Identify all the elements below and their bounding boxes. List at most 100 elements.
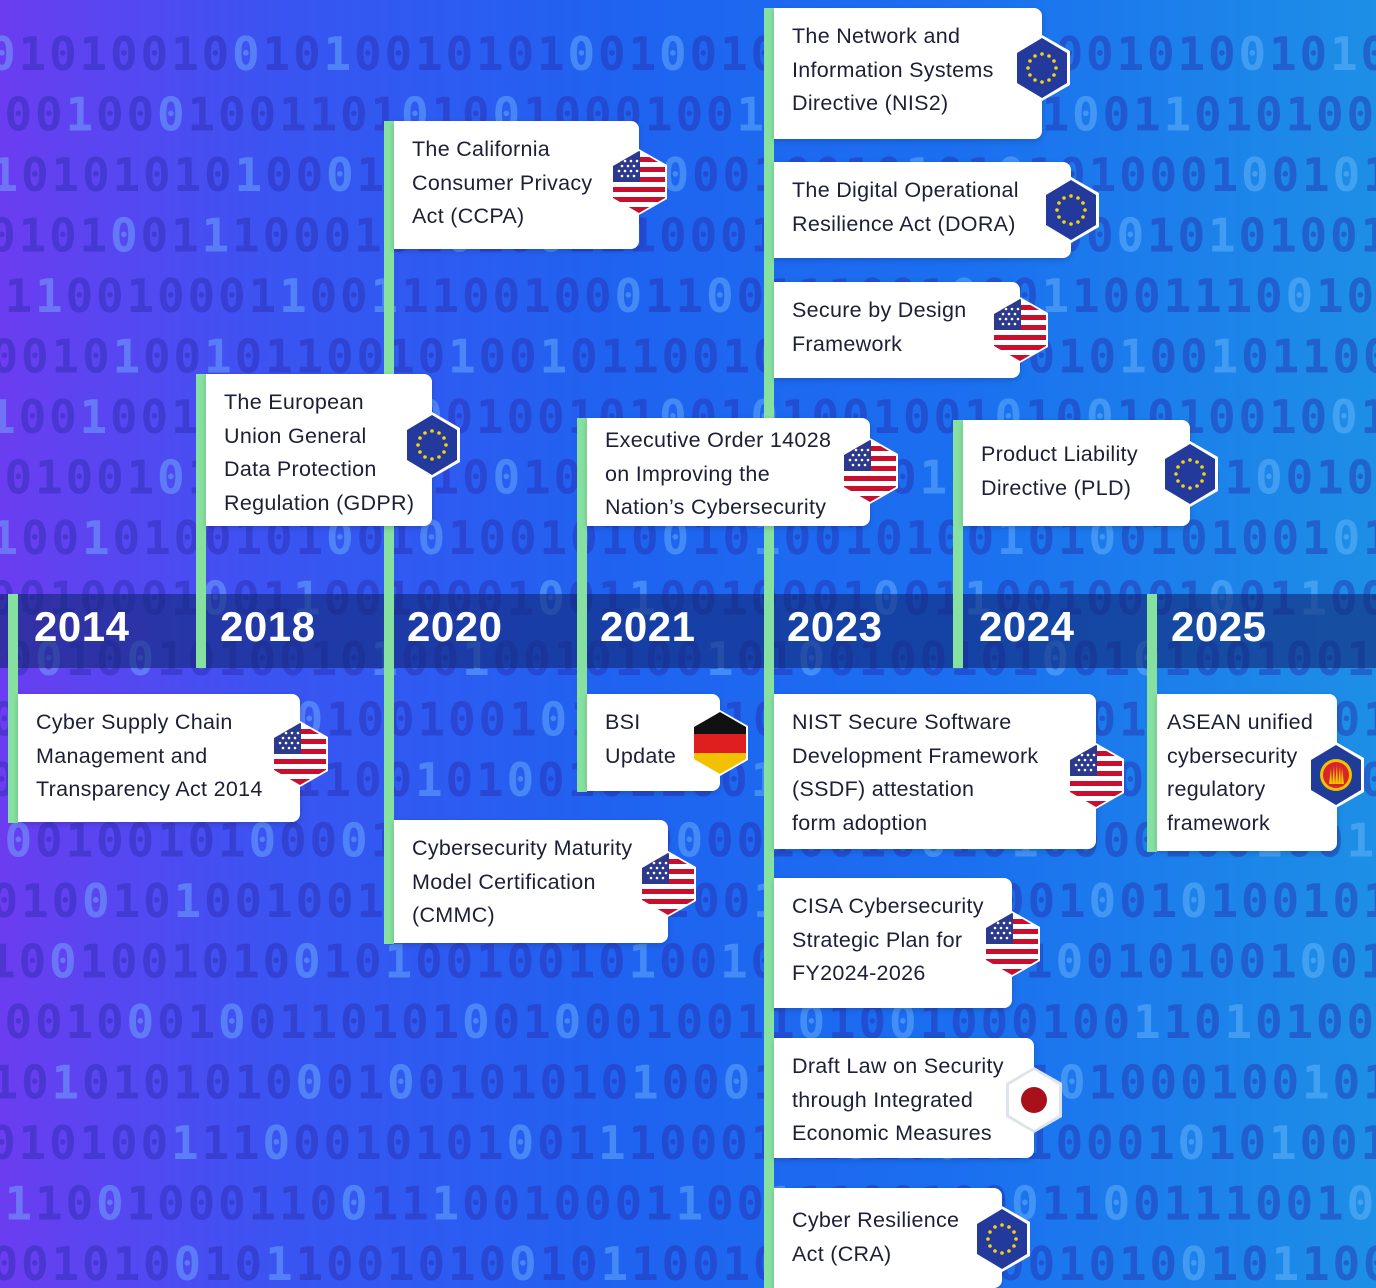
svg-text:1: 1 <box>1072 1177 1100 1231</box>
svg-text:1: 1 <box>1194 1177 1222 1231</box>
svg-text:1: 1 <box>232 209 260 263</box>
svg-text:0: 0 <box>615 995 643 1049</box>
svg-text:1: 1 <box>1211 330 1239 384</box>
svg-text:0: 0 <box>1180 1237 1208 1288</box>
svg-text:0: 0 <box>96 88 124 142</box>
svg-text:1: 1 <box>21 874 49 928</box>
svg-text:0: 0 <box>141 1116 169 1170</box>
svg-text:0: 0 <box>96 1177 124 1231</box>
svg-text:1: 1 <box>1363 1056 1376 1110</box>
svg-text:1: 1 <box>629 27 657 81</box>
svg-text:0: 0 <box>1208 935 1236 989</box>
svg-text:0: 0 <box>1333 1237 1361 1288</box>
svg-text:0: 0 <box>340 814 368 868</box>
svg-text:0: 0 <box>1058 1056 1086 1110</box>
svg-text:1: 1 <box>1363 874 1376 928</box>
svg-text:0: 0 <box>1347 1177 1375 1231</box>
svg-text:1: 1 <box>0 995 2 1049</box>
svg-text:0: 0 <box>1103 269 1131 323</box>
svg-text:1: 1 <box>296 1237 324 1288</box>
svg-text:1: 1 <box>235 1056 263 1110</box>
svg-text:1: 1 <box>401 269 429 323</box>
svg-text:0: 0 <box>479 330 507 384</box>
svg-text:0: 0 <box>1208 390 1236 444</box>
svg-text:0: 0 <box>66 269 94 323</box>
svg-text:0: 0 <box>21 1237 49 1288</box>
regulation-title: Cybersecurity Maturity Model Certificati… <box>412 836 633 927</box>
svg-text:0: 0 <box>1330 209 1358 263</box>
svg-text:1: 1 <box>279 88 307 142</box>
svg-text:1: 1 <box>202 1116 230 1170</box>
svg-text:0: 0 <box>1300 27 1328 81</box>
svg-text:1: 1 <box>629 935 657 989</box>
svg-text:1: 1 <box>598 1116 626 1170</box>
year-label: 2018 <box>220 603 316 650</box>
svg-text:0: 0 <box>446 27 474 81</box>
svg-text:1: 1 <box>570 1056 598 1110</box>
svg-text:0: 0 <box>293 1116 321 1170</box>
svg-text:0: 0 <box>188 1177 216 1231</box>
svg-text:1: 1 <box>310 995 338 1049</box>
svg-text:1: 1 <box>1363 148 1376 202</box>
svg-text:1: 1 <box>5 1177 33 1231</box>
svg-text:1: 1 <box>418 693 446 747</box>
svg-text:1: 1 <box>171 209 199 263</box>
svg-text:0: 0 <box>49 390 77 444</box>
svg-text:1: 1 <box>645 88 673 142</box>
svg-text:0: 0 <box>1089 1237 1117 1288</box>
regulation-title: The European Union General Data Protecti… <box>224 390 415 515</box>
svg-text:0: 0 <box>1103 995 1131 1049</box>
svg-text:0: 0 <box>1255 1177 1283 1231</box>
svg-text:1: 1 <box>1302 148 1330 202</box>
svg-text:0: 0 <box>19 935 47 989</box>
svg-text:0: 0 <box>265 1056 293 1110</box>
svg-text:0: 0 <box>446 935 474 989</box>
svg-text:1: 1 <box>1225 451 1253 505</box>
svg-text:0: 0 <box>723 148 751 202</box>
eu-flag-icon <box>1013 35 1071 101</box>
svg-text:0: 0 <box>0 874 18 928</box>
svg-text:1: 1 <box>113 1056 141 1110</box>
year-label: 2025 <box>1171 603 1267 650</box>
svg-text:0: 0 <box>1180 330 1208 384</box>
svg-text:0: 0 <box>720 1116 748 1170</box>
year-label: 2014 <box>34 603 130 650</box>
svg-text:0: 0 <box>1330 1116 1358 1170</box>
svg-text:1: 1 <box>0 88 2 142</box>
regulation-card: The European Union General Data Protecti… <box>206 374 432 526</box>
us-flag-icon <box>841 438 899 504</box>
svg-text:0: 0 <box>218 88 246 142</box>
svg-text:0: 0 <box>127 814 155 868</box>
svg-text:0: 0 <box>202 935 230 989</box>
svg-text:0: 0 <box>157 995 185 1049</box>
asean-flag-icon <box>1307 742 1365 808</box>
germany-flag-icon <box>691 710 749 776</box>
svg-text:1: 1 <box>601 1237 629 1288</box>
svg-text:0: 0 <box>554 451 582 505</box>
svg-text:0: 0 <box>310 269 338 323</box>
svg-text:0: 0 <box>554 1177 582 1231</box>
svg-text:1: 1 <box>232 1116 260 1170</box>
svg-text:0: 0 <box>204 148 232 202</box>
svg-text:0: 0 <box>1239 390 1267 444</box>
svg-text:1: 1 <box>52 330 80 384</box>
us-flag-icon <box>271 721 329 787</box>
svg-text:0: 0 <box>584 1177 612 1231</box>
svg-text:1: 1 <box>1225 269 1253 323</box>
svg-text:1: 1 <box>1117 27 1145 81</box>
svg-text:0: 0 <box>446 1116 474 1170</box>
regulation-title: The Digital Operational Resilience Act (… <box>792 178 1019 236</box>
svg-text:0: 0 <box>493 269 521 323</box>
regulation-card: Product Liability Directive (PLD) <box>963 420 1190 526</box>
svg-text:1: 1 <box>920 451 948 505</box>
regulation-card: The Network and Information Systems Dire… <box>774 8 1042 139</box>
svg-text:0: 0 <box>1361 27 1376 81</box>
svg-text:1: 1 <box>540 1237 568 1288</box>
svg-text:1: 1 <box>1211 1237 1239 1288</box>
svg-text:0: 0 <box>5 995 33 1049</box>
svg-text:1: 1 <box>523 451 551 505</box>
svg-text:1: 1 <box>357 874 385 928</box>
svg-text:0: 0 <box>204 874 232 928</box>
svg-text:0: 0 <box>507 390 535 444</box>
svg-text:1: 1 <box>218 814 246 868</box>
